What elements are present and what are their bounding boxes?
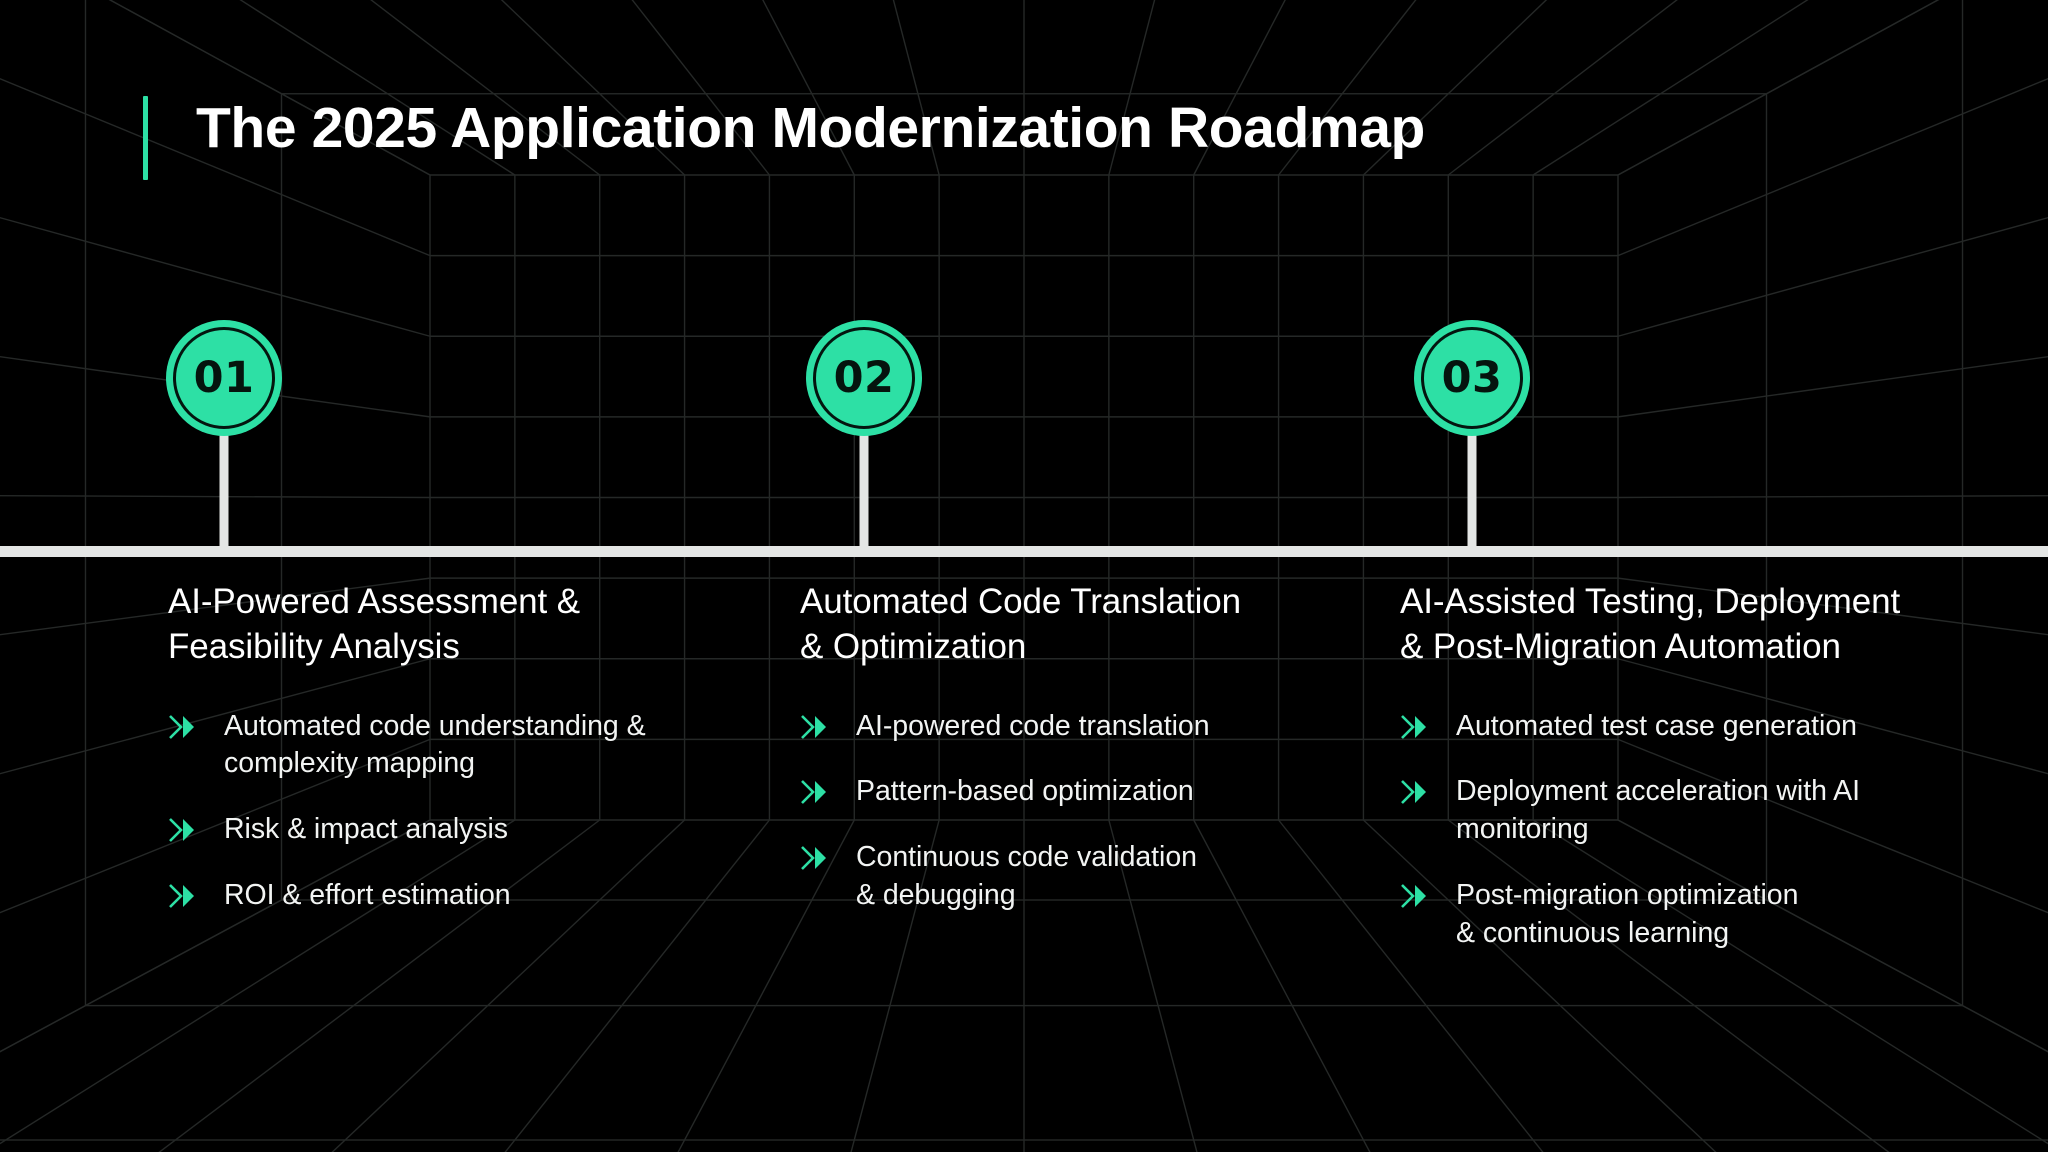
bullet-text: Deployment acceleration with AI monitori… [1456,775,1860,846]
timeline-marker-02[interactable]: 02 [806,320,922,436]
timeline-marker-03[interactable]: 03 [1414,320,1530,436]
timeline-marker-number: 02 [833,353,895,403]
double-chevron-icon [801,846,826,871]
phase-bullet-list: Automated code understanding & complexit… [168,708,728,916]
double-chevron-icon [169,818,194,843]
double-chevron-icon [1401,884,1426,909]
bullet-text: Continuous code validation & debugging [856,841,1197,912]
timeline-marker-number: 01 [193,353,255,403]
timeline-marker-number: 03 [1441,353,1503,403]
bullet-item: Risk & impact analysis [168,811,728,849]
bullet-item: Post-migration optimization & continuous… [1400,877,2000,953]
page-title: The 2025 Application Modernization Roadm… [196,96,1425,160]
double-chevron-icon [1401,714,1426,739]
bullet-text: Pattern-based optimization [856,775,1194,808]
double-chevron-icon [801,780,826,805]
phase-title: AI-Assisted Testing, Deployment & Post-M… [1400,582,1901,666]
page-header: The 2025 Application Modernization Roadm… [0,0,2048,230]
double-chevron-icon [801,714,826,739]
bullet-item: Continuous code validation & debugging [800,839,1360,915]
timeline-stem-02 [859,428,869,550]
bullet-text: Post-migration optimization & continuous… [1456,879,1799,950]
double-chevron-icon [169,714,194,739]
double-chevron-icon [1401,780,1426,805]
timeline-stem-01 [219,428,229,550]
bullet-text: Automated code understanding & complexit… [224,709,646,780]
bullet-item: ROI & effort estimation [168,877,728,915]
timeline-marker-01[interactable]: 01 [166,320,282,436]
phase-title: Automated Code Translation & Optimizatio… [800,582,1242,666]
timeline-divider [0,546,2048,557]
bullet-text: ROI & effort estimation [224,879,511,912]
phase-bullet-list: Automated test case generation Deploymen… [1400,708,2000,953]
title-accent-bar [143,96,148,180]
bullet-item: Automated test case generation [1400,708,2000,746]
phase-bullet-list: AI-powered code translation Pattern-base… [800,708,1360,916]
bullet-text: Automated test case generation [1456,709,1857,742]
bullet-text: Risk & impact analysis [224,813,508,846]
bullet-text: AI-powered code translation [856,709,1210,742]
bullet-item: Automated code understanding & complexit… [168,708,728,784]
bullet-item: Pattern-based optimization [800,773,1360,811]
bullet-item: AI-powered code translation [800,708,1360,746]
phase-column-03: AI-Assisted Testing, Deployment & Post-M… [1400,580,2000,981]
double-chevron-icon [169,884,194,909]
phase-column-01: AI-Powered Assessment & Feasibility Anal… [168,580,728,943]
phase-column-02: Automated Code Translation & Optimizatio… [800,580,1360,943]
timeline-stem-03 [1467,428,1477,550]
bullet-item: Deployment acceleration with AI monitori… [1400,773,2000,849]
phase-title: AI-Powered Assessment & Feasibility Anal… [168,582,581,666]
